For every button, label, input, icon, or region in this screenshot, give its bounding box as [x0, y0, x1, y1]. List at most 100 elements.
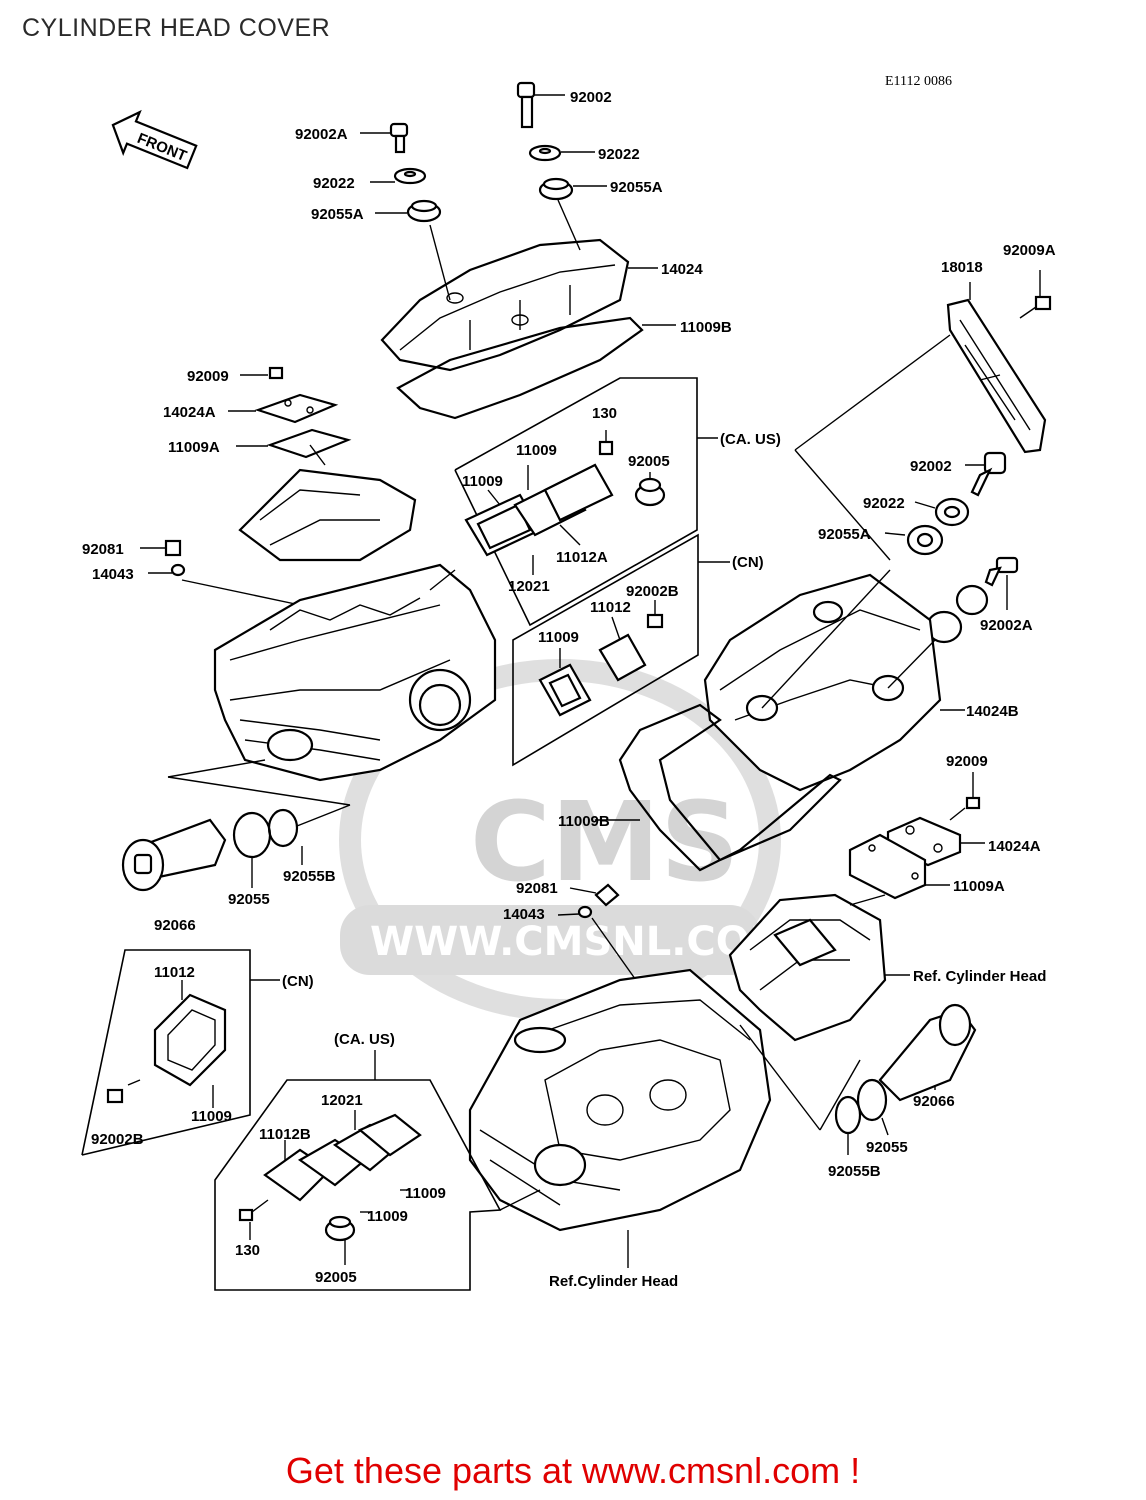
spring-92081-left	[140, 539, 182, 557]
grommet-92055A-top-right	[538, 177, 607, 201]
label-92055A-top-left: 92055A	[311, 206, 364, 223]
o-ring-92055-right	[856, 1078, 889, 1136]
label-92005-top: 92005	[628, 453, 670, 470]
label-14024: 14024	[661, 261, 703, 278]
bracket-18018	[794, 282, 1047, 454]
page-title: CYLINDER HEAD COVER	[22, 14, 331, 42]
label-92009-right: 92009	[946, 753, 988, 770]
bolt-92009-left	[240, 366, 284, 380]
label-12021-bottom: 12021	[321, 1092, 363, 1109]
label-11009B-top: 11009B	[680, 319, 732, 336]
label-92055A-top-right: 92055A	[610, 179, 663, 196]
cn-top-group-box	[512, 533, 730, 767]
label-92009-left: 92009	[187, 368, 229, 385]
label-92022-top-right: 92022	[598, 146, 640, 163]
reed-valve-parts-cn-top	[538, 600, 664, 717]
label-11012B: 11012B	[259, 1126, 311, 1143]
label-92009A: 92009A	[1003, 242, 1056, 259]
label-11009B-right: 11009B	[558, 813, 610, 830]
label-92055-right: 92055	[866, 1139, 908, 1156]
label-11009-bottom-a: 11009	[405, 1185, 446, 1202]
watermark-url: WWW.CMSNL.COM	[370, 919, 790, 965]
label-92066-right: 92066	[913, 1093, 955, 1110]
gasket-11009B-right	[595, 703, 842, 872]
label-92002A-right: 92002A	[980, 617, 1033, 634]
bolt-92009-right	[965, 772, 981, 810]
label-11012-cn-bottom: 11012	[154, 964, 195, 981]
cylinder-head-cover-14024B	[703, 569, 965, 792]
label-14024A-left: 14024A	[163, 404, 216, 421]
footer-promo: Get these parts at www.cmsnl.com !	[285, 1450, 861, 1491]
label-92081-mid: 92081	[516, 880, 558, 897]
label-92002-top: 92002	[570, 89, 612, 106]
label-11009-cn-top: 11009	[538, 629, 579, 646]
front-arrow: FRONT	[111, 109, 198, 170]
label-92022-top-left: 92022	[313, 175, 355, 192]
cn-bottom-group-box	[81, 949, 280, 1156]
cylinder-head-right	[468, 968, 861, 1268]
label-130-bottom: 130	[235, 1242, 260, 1259]
label-92081-left: 92081	[82, 541, 124, 558]
label-11009-cn-bottom: 11009	[191, 1108, 232, 1125]
cylinder-head-cover-14024	[380, 199, 658, 372]
label-11012A: 11012A	[556, 549, 608, 566]
label-92055-left: 92055	[228, 891, 270, 908]
label-14043-left: 14043	[92, 566, 134, 583]
washer-92022-top-right	[528, 144, 595, 162]
o-ring-92055B-right	[834, 1095, 862, 1155]
label-14024B: 14024B	[966, 703, 1019, 720]
label-11009A-left: 11009A	[168, 439, 220, 456]
inlet-pipe-92066-right	[878, 1003, 977, 1102]
label-92005-bottom: 92005	[315, 1269, 357, 1286]
label-92066-left: 92066	[154, 917, 196, 934]
label-92055B-right: 92055B	[828, 1163, 881, 1180]
label-14024A-right: 14024A	[988, 838, 1041, 855]
cylinder-head-left	[167, 563, 497, 806]
label-11009A-right: 11009A	[953, 878, 1005, 895]
label-92002B-top: 92002B	[626, 583, 679, 600]
breather-part-right	[728, 893, 910, 1042]
o-ring-92055B-left	[267, 804, 351, 865]
ball-14043-left	[148, 563, 301, 606]
breather-part-left	[238, 444, 417, 562]
washer-92022-top-left	[370, 167, 427, 185]
grommet-92055A-top-left	[375, 199, 442, 223]
bolt-92002A-right	[925, 556, 1019, 644]
washer-92022-right	[914, 497, 970, 527]
ca-us-top-group-box	[454, 377, 718, 627]
label-92022-right: 92022	[863, 495, 905, 512]
inlet-pipe-92066-left	[121, 818, 227, 892]
gasket-11009B-top	[396, 316, 676, 420]
label-11009-bottom-b: 11009	[367, 1208, 408, 1225]
bolt-92009A	[1019, 270, 1052, 319]
label-92055B-left: 92055B	[283, 868, 336, 885]
label-92002-right: 92002	[910, 458, 952, 475]
label-cn-bottom: (CN)	[282, 973, 314, 990]
label-92055A-right: 92055A	[818, 526, 871, 543]
label-ca-us-bottom: (CA. US)	[334, 1031, 395, 1048]
watermark-logo: CMS	[470, 778, 739, 906]
label-ca-us-top: (CA. US)	[720, 431, 781, 448]
gasket-11009A-left	[236, 428, 352, 459]
diagram-code: E1112 0086	[885, 74, 953, 89]
o-ring-92055-left	[232, 811, 272, 888]
label-12021-top: 12021	[508, 578, 550, 595]
label-11009-a: 11009	[516, 442, 557, 459]
label-130-top: 130	[592, 405, 617, 422]
label-ref-cylinder-head-bottom: Ref.Cylinder Head	[549, 1273, 678, 1290]
label-cn-top: (CN)	[732, 554, 764, 571]
bolt-92002A-top	[360, 122, 409, 154]
spring-92081-mid	[569, 883, 620, 907]
label-11012-top: 11012	[590, 599, 631, 616]
label-92002B-bottom: 92002B	[91, 1131, 144, 1148]
label-ref-cylinder-head-right: Ref. Cylinder Head	[913, 968, 1046, 985]
label-18018: 18018	[941, 259, 983, 276]
grommet-92055A-right	[794, 449, 944, 561]
label-92002A-top: 92002A	[295, 126, 348, 143]
bolt-92002-top	[516, 81, 565, 129]
reed-valve-parts-ca-us-top	[464, 430, 666, 575]
gasket-11009A-right	[848, 833, 950, 900]
label-14043-mid: 14043	[503, 906, 545, 923]
